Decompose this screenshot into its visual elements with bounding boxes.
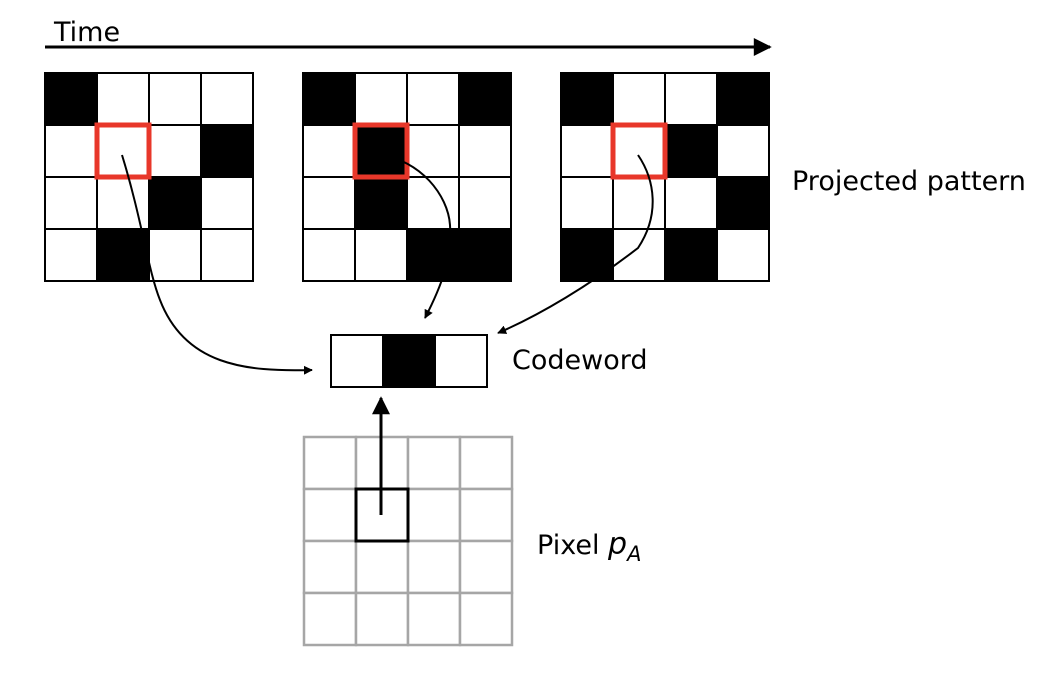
codeword-cell <box>382 334 436 388</box>
projected-pattern-grid-3 <box>560 72 770 282</box>
pixel-symbol-letter: p <box>608 527 628 562</box>
pattern-cell <box>44 228 98 282</box>
pixel-grid-cell <box>302 487 358 543</box>
pattern-cell <box>354 228 408 282</box>
pixel-label-text: Pixel <box>537 530 600 561</box>
highlighted-cell-marker <box>352 122 410 180</box>
pattern-cell <box>716 124 770 178</box>
pixel-grid-cell <box>406 539 462 595</box>
pattern-cell <box>44 72 98 126</box>
pixel-label: Pixel pA <box>537 530 641 565</box>
codeword-label: Codeword <box>512 345 648 376</box>
pattern-cell <box>200 72 254 126</box>
codeword-border <box>330 334 488 388</box>
pixel-grid-cell <box>302 539 358 595</box>
pattern-cell <box>612 228 666 282</box>
projected-pattern-label: Projected pattern <box>792 166 1026 197</box>
camera-pixel-grid <box>302 435 514 647</box>
pattern-border <box>44 72 254 282</box>
pattern-cell <box>354 124 408 178</box>
pattern-cell <box>560 176 614 230</box>
projected-pattern-grid-2 <box>302 72 512 282</box>
codeword-strip <box>330 334 488 388</box>
pixel-grid-cell <box>406 435 462 491</box>
pattern-cell <box>200 228 254 282</box>
arrow-pattern2-to-codeword <box>379 154 452 319</box>
pattern-cell <box>96 176 150 230</box>
pattern-cell <box>560 72 614 126</box>
pattern-cell <box>96 72 150 126</box>
pixel-grid-cell <box>458 591 514 647</box>
pattern-cell <box>200 124 254 178</box>
pattern-cell <box>44 124 98 178</box>
pattern-cell <box>664 176 718 230</box>
pattern-cell <box>406 72 460 126</box>
pattern-cell <box>716 72 770 126</box>
pattern-cell <box>96 124 150 178</box>
pixel-grid-cell <box>458 539 514 595</box>
pattern-cell <box>664 72 718 126</box>
pattern-cell <box>458 176 512 230</box>
pixel-grid-cell <box>406 591 462 647</box>
codeword-cell <box>434 334 488 388</box>
pattern-cell <box>148 176 202 230</box>
pattern-cell <box>302 72 356 126</box>
pattern-cell <box>664 228 718 282</box>
pixel-grid-cell <box>458 487 514 543</box>
highlighted-cell-marker <box>94 122 152 180</box>
time-label: Time <box>54 17 121 48</box>
pixel-symbol-subscript: A <box>627 542 642 566</box>
pixel-grid-cell <box>302 591 358 647</box>
pattern-border <box>302 72 512 282</box>
codeword-cell <box>330 334 384 388</box>
pattern-cell <box>664 124 718 178</box>
pattern-cell <box>612 176 666 230</box>
pattern-cell <box>44 176 98 230</box>
pattern-cell <box>612 72 666 126</box>
pattern-cell <box>302 176 356 230</box>
pattern-cell <box>354 72 408 126</box>
pattern-cell <box>148 72 202 126</box>
pattern-cell <box>458 124 512 178</box>
pattern-cell <box>458 72 512 126</box>
pattern-border <box>560 72 770 282</box>
arrow-pattern3-to-codeword <box>497 154 654 334</box>
pattern-cell <box>148 228 202 282</box>
pattern-cell <box>302 124 356 178</box>
arrow-pattern1-to-codeword <box>121 154 313 375</box>
pattern-cell <box>302 228 356 282</box>
pixel-grid-cell <box>354 539 410 595</box>
pattern-cell <box>148 124 202 178</box>
highlighted-cell-marker <box>610 122 668 180</box>
pixel-grid-cell <box>406 487 462 543</box>
pattern-cell <box>612 124 666 178</box>
pattern-cell <box>200 176 254 230</box>
pixel-grid-cell <box>354 591 410 647</box>
pixel-grid-cell <box>302 435 358 491</box>
pattern-cell <box>96 228 150 282</box>
pattern-cell <box>716 228 770 282</box>
pattern-cell <box>458 228 512 282</box>
pattern-cell <box>406 228 460 282</box>
pixel-symbol: pA <box>608 527 641 565</box>
projected-pattern-grid-1 <box>44 72 254 282</box>
pattern-cell <box>716 176 770 230</box>
pattern-cell <box>354 176 408 230</box>
pixel-grid-cell <box>458 435 514 491</box>
pattern-cell <box>560 124 614 178</box>
